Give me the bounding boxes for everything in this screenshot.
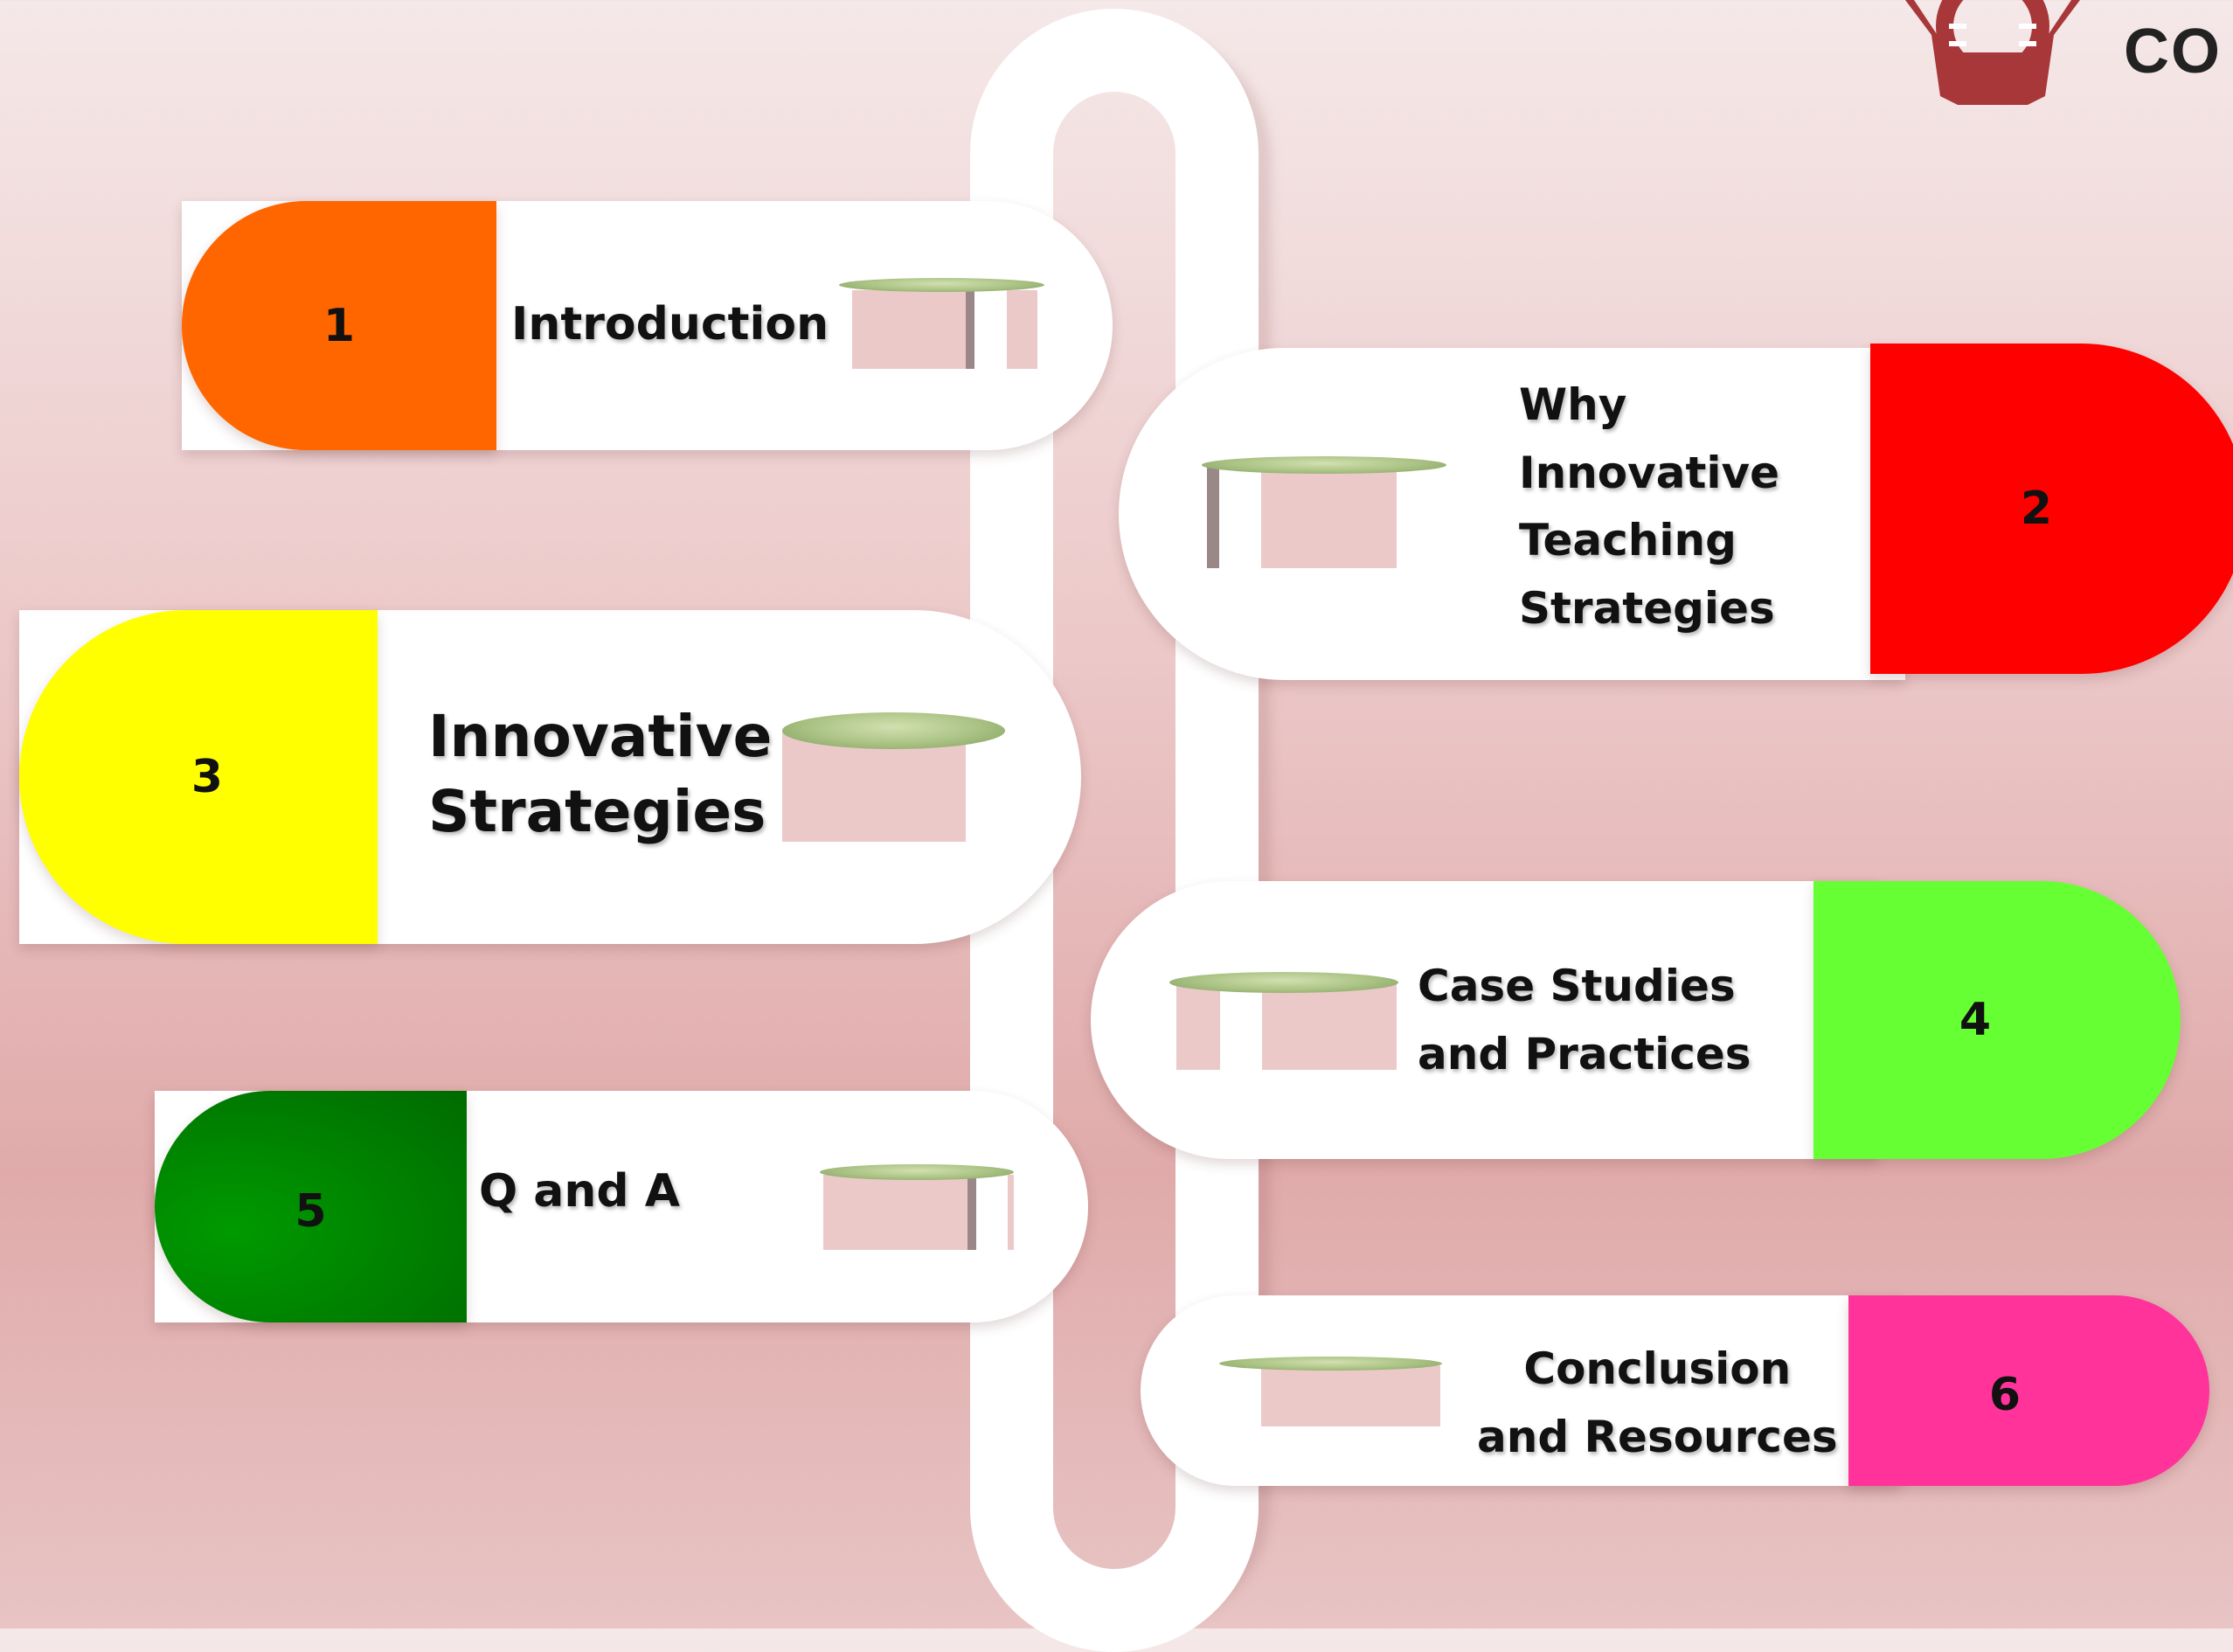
logo-emblem-icon [1905,0,2080,105]
step-1-label: Introduction [511,298,829,351]
step-3-number: 3 [191,751,224,803]
step-5-number-block: 5 [155,1091,467,1322]
step-1-number: 1 [322,299,356,352]
step-2-card [1119,348,1905,680]
step-6-number: 6 [1988,1369,2021,1421]
step-4-label: Case Studies and Practices [1418,961,1751,1079]
step-4-number-block: 4 [1813,881,2181,1159]
step-4-card [1091,881,1877,1159]
step-1-number-block: 1 [182,201,496,450]
logo-text: CO [2124,17,2222,87]
step-5-label: Q and A [479,1165,680,1218]
logo: CO [1897,0,2233,122]
step-2-number: 2 [2020,482,2053,535]
step-3-label: Innovative Strategies [428,703,773,845]
step-3-number-block: 3 [19,610,378,944]
step-6-number-block: 6 [1848,1295,2209,1486]
step-2-number-block: 2 [1870,344,2233,674]
step-5-number: 5 [295,1184,327,1238]
step-2-label: Why Innovative Teaching Strategies [1519,379,1780,634]
step-6-label: Conclusion and Resources [1477,1343,1838,1462]
step-4-number: 4 [1959,994,1992,1046]
